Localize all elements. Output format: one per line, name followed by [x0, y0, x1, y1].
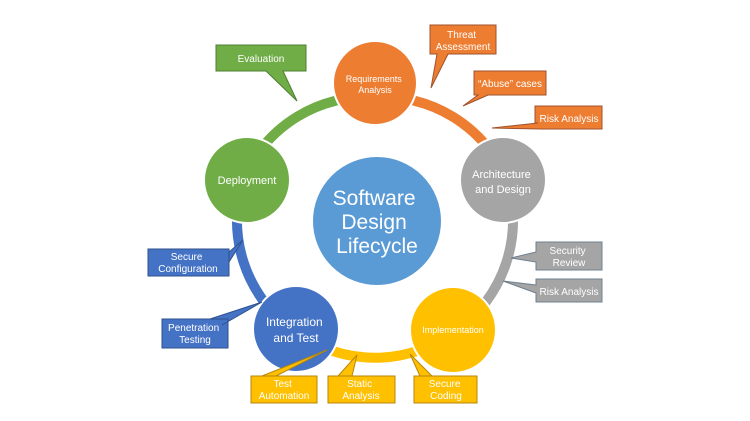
callout-secure-configuration: Secure Configuration	[147, 239, 244, 277]
callout-penetration-testing: Penetration Testing	[161, 301, 263, 349]
svg-text:Risk Analysis: Risk Analysis	[540, 114, 599, 125]
phase-integration-circle	[252, 285, 340, 373]
phase-architecture-label: Architecture and Design	[472, 169, 534, 196]
svg-text:Secure Coding: Secure Coding	[429, 379, 463, 402]
phase-implementation-circle	[409, 286, 497, 374]
svg-text:Penetration Testing: Penetration Testing	[168, 323, 222, 346]
svg-text:Evaluation: Evaluation	[238, 54, 285, 65]
phase-deployment-circle	[203, 136, 291, 224]
callout-risk-analysis-top: Risk Analysis	[491, 105, 603, 130]
callout-threat-assessment: Threat Assessment	[429, 24, 497, 89]
phase-implementation-label: Implementation	[422, 325, 484, 335]
phase-architecture-circle	[459, 136, 547, 224]
svg-text:Test Automation: Test Automation	[259, 379, 310, 402]
center-circle	[311, 155, 443, 287]
phase-deployment-label: Deployment	[218, 175, 277, 187]
callout-risk-analysis-bottom: Risk Analysis	[502, 278, 603, 303]
callout-abuse-cases: “Abuse” cases	[462, 70, 547, 107]
svg-text:Static Analysis: Static Analysis	[342, 379, 379, 402]
phase-requirements-circle	[332, 40, 418, 126]
callout-test-automation: Test Automation	[250, 349, 328, 404]
callout-static-analysis: Static Analysis	[327, 354, 396, 404]
phase-integration-label: Integration and Test	[266, 315, 326, 345]
callout-evaluation: Evaluation	[215, 44, 307, 102]
svg-text:Threat Assessment: Threat Assessment	[436, 30, 491, 53]
center-title: Software Design Lifecycle	[333, 187, 422, 258]
callout-security-review: Security Review	[510, 241, 603, 271]
svg-text:Secure Configuration: Secure Configuration	[158, 252, 217, 275]
phase-requirements-label: Requirements Analysis	[346, 74, 405, 95]
svg-text:Security Review: Security Review	[550, 246, 589, 269]
callout-secure-coding: Secure Coding	[409, 353, 478, 404]
svg-text:Risk Analysis: Risk Analysis	[540, 287, 599, 298]
svg-text:“Abuse” cases: “Abuse” cases	[478, 79, 542, 90]
